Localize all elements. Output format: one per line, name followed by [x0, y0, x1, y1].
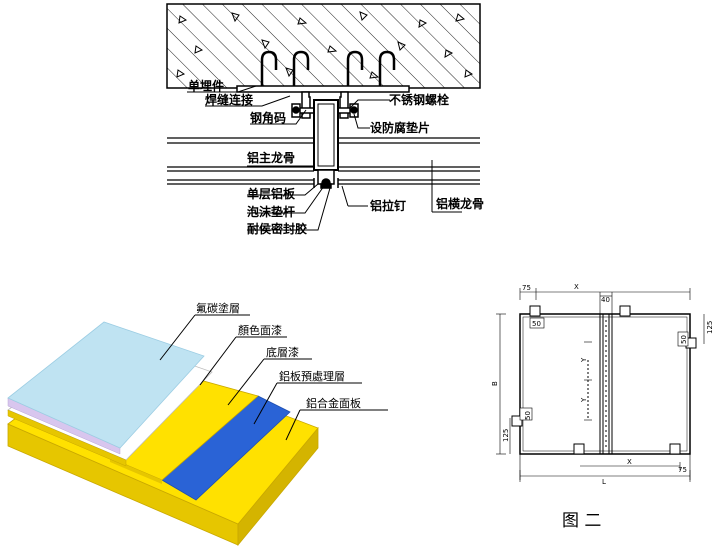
label-fluorocarbon: 氟碳塗層	[196, 301, 240, 315]
panel-rails	[167, 137, 480, 185]
embedded-anchors	[260, 50, 396, 86]
section-detail: 单埋件 焊缝连接 钢角码 不锈钢螺栓 设防腐垫片 铝主龙骨 单层铝板 泡沫垫杆 …	[166, 3, 484, 236]
label-cross-keel: 铝横龙骨	[436, 196, 484, 211]
dim-b: B	[491, 381, 499, 386]
label-alloy-panel: 鋁合金面板	[306, 396, 361, 410]
label-main-keel: 铝主龙骨	[247, 150, 295, 165]
panel-outline	[519, 313, 691, 455]
concrete-aggregate	[176, 11, 474, 79]
label-sealant: 耐侯密封胶	[247, 221, 307, 236]
center-stiffener	[587, 314, 613, 454]
label-foam-rod: 泡沫垫杆	[247, 204, 295, 219]
label-stainless-bolt: 不锈钢螺栓	[389, 92, 449, 107]
label-rivet: 铝拉钉	[370, 198, 406, 213]
label-weld: 焊缝连接	[205, 92, 253, 107]
dim-125-right: 125	[706, 321, 714, 334]
layer-diagram: 氟碳塗層 顏色面漆 底層漆 鋁板預處理層 鋁合金面板	[7, 301, 388, 547]
label-anticorrosion-pad: 设防腐垫片	[370, 120, 430, 135]
corner-brackets	[511, 305, 697, 455]
label-color-coat: 顏色面漆	[238, 323, 282, 337]
label-embedded-part: 单埋件	[188, 78, 224, 93]
panel-layout: 75 X 40 50 125 50 B Y Y 50 125 X 75 L 图 …	[491, 283, 714, 531]
dim-y2: Y	[580, 397, 588, 403]
leader-lines	[187, 85, 462, 231]
dim-75-bottom: 75	[678, 466, 687, 474]
dim-50-right: 50	[680, 335, 688, 344]
dim-50-left: 50	[524, 411, 532, 420]
embed-plate	[236, 85, 410, 93]
fluorocarbon-layer	[7, 321, 205, 449]
label-primer: 底層漆	[266, 345, 299, 359]
dim-40: 40	[601, 296, 610, 304]
dim-x-top: X	[574, 283, 579, 291]
dim-l: L	[602, 478, 606, 486]
bracket-dim-boxes	[519, 317, 689, 421]
panel-joint	[313, 169, 339, 189]
dim-50-tl: 50	[532, 320, 541, 328]
steel-angle-right	[339, 91, 349, 119]
y-dimension-ticks	[584, 341, 592, 421]
dim-y1: Y	[580, 357, 588, 363]
layer-leader-lines	[159, 314, 388, 441]
label-pretreatment: 鋁板預處理層	[279, 369, 345, 383]
concrete-wall	[166, 3, 481, 89]
dim-125-left: 125	[502, 429, 510, 442]
dim-75-top: 75	[522, 284, 531, 292]
layout-dimension-lines	[496, 288, 705, 482]
figure-caption: 图 二	[562, 511, 601, 531]
dim-x-bottom: X	[627, 458, 632, 466]
label-single-panel: 单层铝板	[247, 186, 296, 201]
label-steel-angle: 钢角码	[250, 110, 286, 125]
